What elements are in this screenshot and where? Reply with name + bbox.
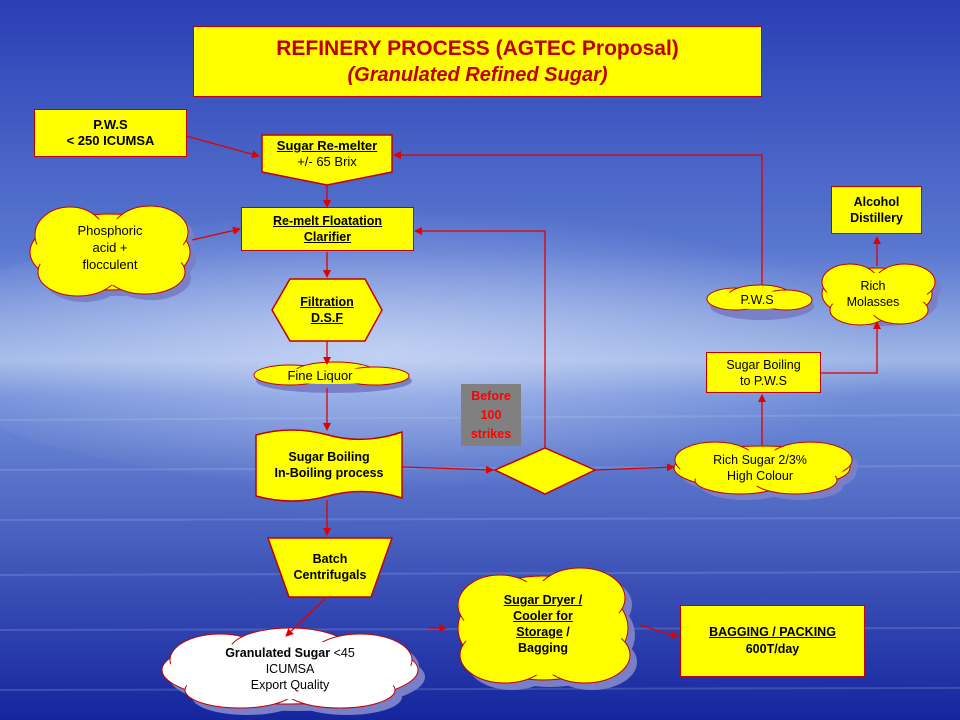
pws-cloud — [706, 284, 814, 320]
rich-sugar-line-1: Rich Sugar 2/3% — [713, 453, 807, 467]
phosphoric-line-3: flocculent — [82, 257, 138, 272]
batch-line-2: Centrifugals — [293, 568, 367, 582]
arrow-boiling-to-diamond — [401, 465, 494, 474]
floatation-line-1: Re-melt Floatation — [272, 214, 383, 228]
filtration-shape — [271, 278, 383, 342]
dryer-slash: / — [562, 625, 570, 639]
phosphoric-cloud — [29, 205, 196, 302]
sugar-boiling-text: Sugar Boiling In-Boiling process — [256, 449, 402, 481]
strikes-count: 100 — [480, 408, 502, 422]
molasses-line-1: Rich — [860, 279, 886, 293]
phosphoric-line-2: acid + — [92, 240, 128, 255]
bagging-packing-box: BAGGING / PACKING 600T/day — [680, 605, 865, 677]
decision-diamond — [493, 447, 597, 495]
rich-molasses-text: Rich Molasses — [830, 278, 916, 310]
bagging-line-2: 600T/day — [745, 642, 800, 656]
granulated-line-1: Granulated Sugar <45 — [180, 645, 400, 661]
batch-centrifugals-text: Batch Centrifugals — [268, 551, 392, 583]
batch-line-1: Batch — [312, 552, 348, 566]
before-line: Before — [471, 389, 511, 403]
arrow-centrifugals-to-granulated — [285, 596, 328, 637]
granulated-name: Granulated Sugar — [225, 646, 331, 660]
bagging-line-1: BAGGING / PACKING — [709, 625, 836, 639]
molasses-line-2: Molasses — [846, 295, 900, 309]
arrow-diamond-recycle-to-floatation — [414, 227, 546, 448]
floatation-line-2: Clarifier — [303, 230, 352, 244]
arrow-pws-recycle-to-remelter — [393, 151, 763, 285]
strikes-line: strikes — [470, 427, 512, 441]
arrow-pws-to-remelter — [185, 135, 260, 159]
arrow-dryer-to-bagging — [639, 624, 679, 639]
arrow-phosphoric-to-floatation — [191, 226, 241, 241]
remelter-shape — [261, 134, 393, 186]
dryer-text: Sugar Dryer / Cooler for Storage / Baggi… — [478, 592, 608, 656]
pws-input-label: P.W.S — [93, 117, 128, 132]
title-line-1: REFINERY PROCESS (AGTEC Proposal) — [276, 36, 679, 60]
alcohol-distillery-box: Alcohol Distillery — [831, 186, 922, 234]
remelter-line-2: +/- 65 Brix — [297, 154, 357, 169]
pws-input-icumsa: < 250 ICUMSA — [66, 133, 155, 148]
rich-sugar-text: Rich Sugar 2/3% High Colour — [690, 452, 830, 484]
dryer-line-1: Sugar Dryer / — [503, 593, 583, 607]
filtration-text: Filtration D.S.F — [272, 294, 382, 326]
sugar-boiling-line-1: Sugar Boiling — [288, 450, 370, 464]
arrow-boiling-pws-to-molasses — [821, 321, 881, 374]
fine-liquor-label: Fine Liquor — [287, 368, 353, 383]
phosphoric-line-1: Phosphoric — [77, 223, 143, 238]
granulated-line-2: ICUMSA — [265, 662, 315, 676]
granulated-limit: <45 — [330, 646, 355, 660]
sugar-boiling-line-2: In-Boiling process — [274, 466, 384, 480]
filtration-line-2: D.S.F — [311, 311, 343, 325]
rich-molasses-cloud — [821, 263, 941, 326]
fine-liquor-cloud — [253, 361, 412, 393]
batch-centrifugals-shape — [266, 537, 394, 598]
title-line-2: (Granulated Refined Sugar) — [347, 63, 608, 86]
phosphoric-text: Phosphoric acid + flocculent — [50, 222, 170, 273]
distillery-line-1: Alcohol — [853, 195, 900, 209]
rich-sugar-cloud — [673, 441, 858, 500]
pws-input-box: P.W.S < 250 ICUMSA — [34, 109, 187, 157]
distillery-line-2: Distillery — [850, 211, 903, 225]
dryer-line-4: Bagging — [518, 641, 568, 655]
before-strikes-text: Before 100 strikes — [461, 387, 521, 444]
granulated-sugar-cloud — [161, 627, 425, 715]
dryer-line-3: Storage / — [478, 624, 608, 640]
title-box: REFINERY PROCESS (AGTEC Proposal) (Granu… — [193, 26, 762, 97]
rich-sugar-line-2: High Colour — [726, 469, 793, 483]
dryer-cloud — [457, 567, 637, 690]
boiling-pws-line-1: Sugar Boiling — [726, 357, 801, 372]
pws-cloud-label: P.W.S — [740, 293, 774, 307]
dryer-line-2: Cooler for — [513, 609, 573, 623]
arrow-diamond-to-richsugar — [594, 463, 675, 472]
remelter-line-1: Sugar Re-melter — [276, 138, 378, 153]
boiling-pws-line-2: to P.W.S — [739, 373, 787, 388]
dryer-storage: Storage — [516, 625, 563, 639]
granulated-line-3: Export Quality — [250, 678, 330, 692]
sugar-boiling-shape — [255, 429, 403, 502]
granulated-sugar-text: Granulated Sugar <45 ICUMSA Export Quali… — [180, 645, 400, 693]
sugar-boiling-pws-box: Sugar Boiling to P.W.S — [706, 352, 821, 393]
filtration-line-1: Filtration — [300, 295, 354, 309]
remelter-text: Sugar Re-melter +/- 65 Brix — [262, 138, 392, 170]
strikes-panel — [461, 384, 521, 446]
floatation-clarifier-box: Re-melt Floatation Clarifier — [241, 207, 414, 251]
